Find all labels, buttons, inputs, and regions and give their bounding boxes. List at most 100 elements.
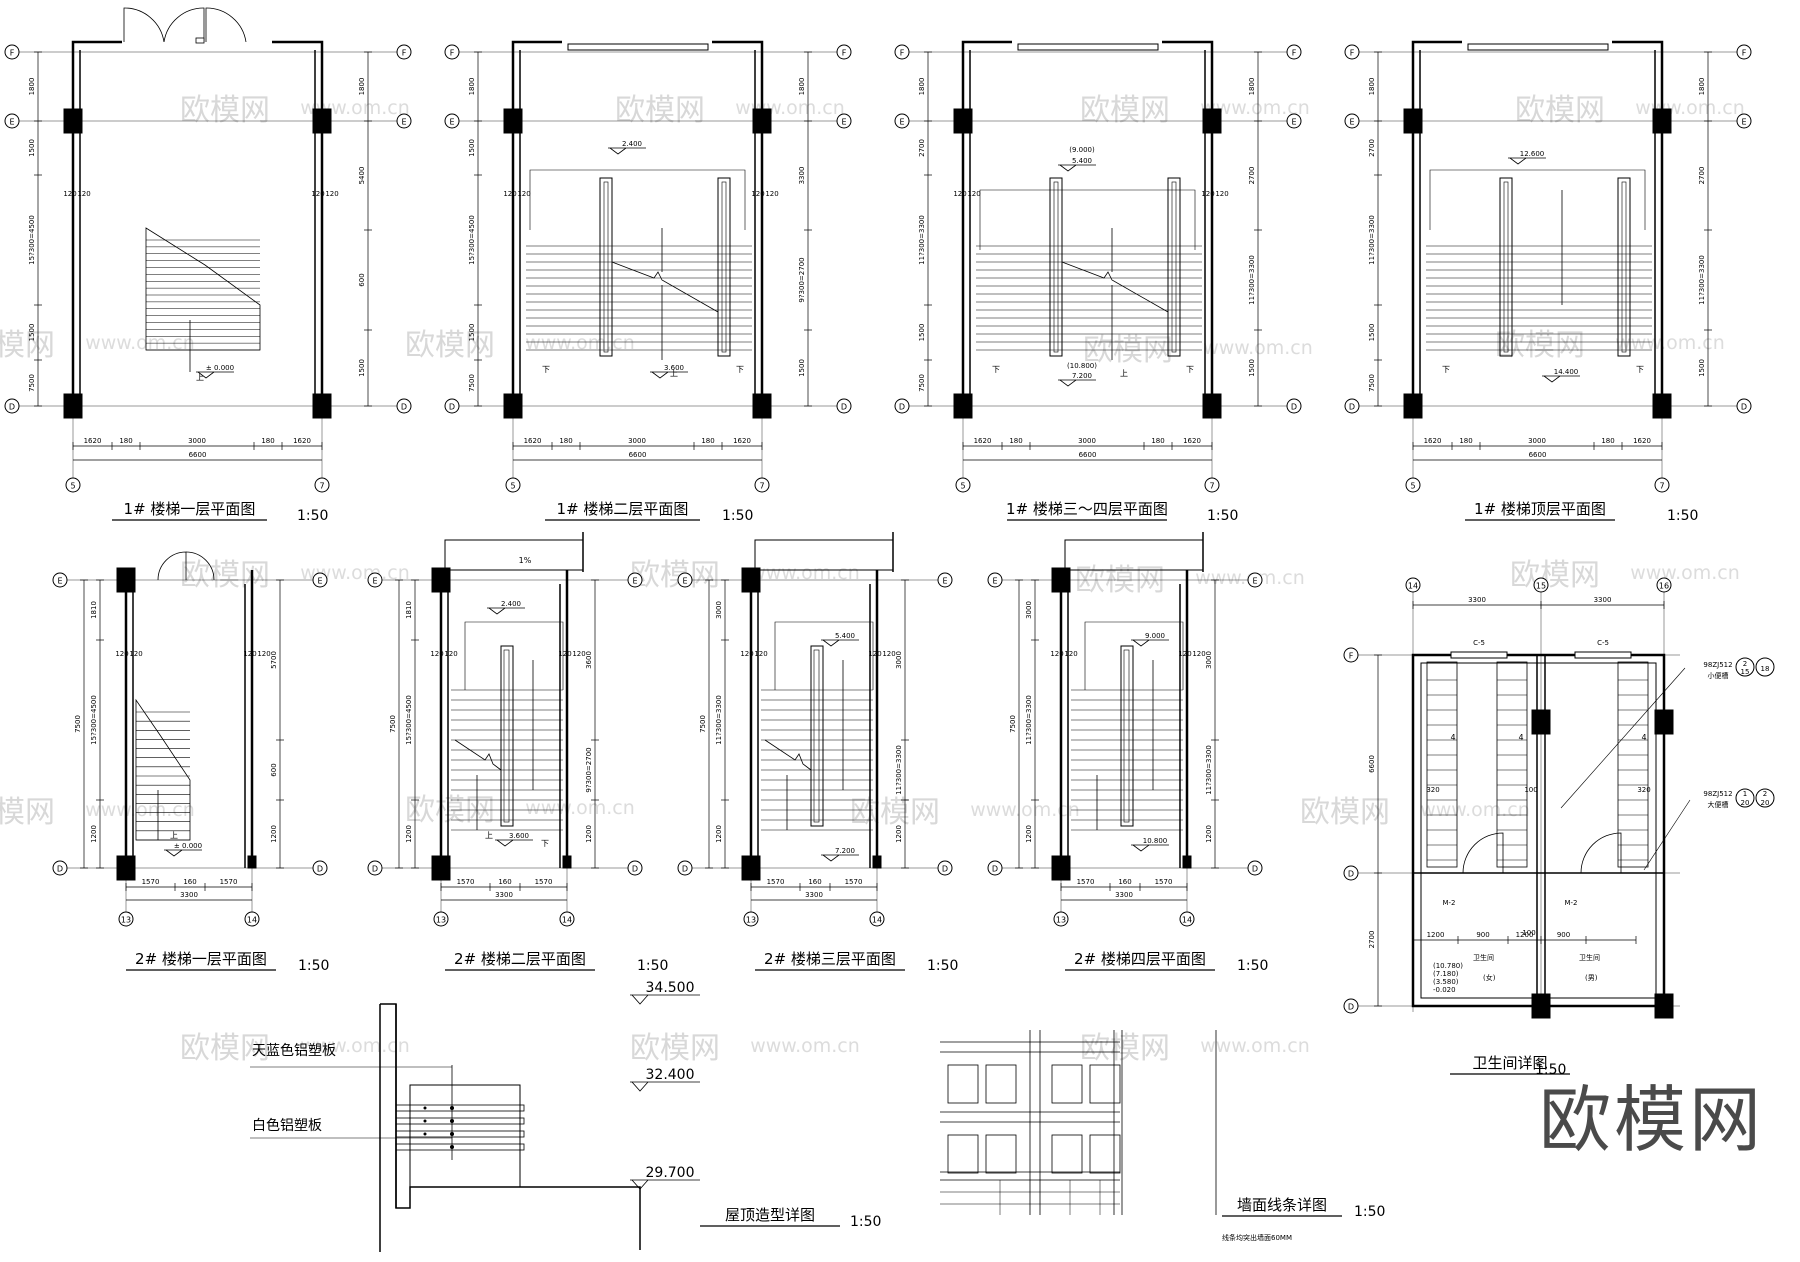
- axis-bubble: [559, 911, 575, 927]
- watermark-url: www.om.cn: [1200, 97, 1310, 119]
- elevation-value: 9.000: [1145, 632, 1165, 640]
- dim-value: 3300: [1594, 596, 1612, 604]
- axis-bubble: [1247, 860, 1263, 876]
- axis-label: D: [1252, 865, 1258, 874]
- wall-mark: 120: [503, 190, 516, 198]
- level-value: -0.020: [1433, 986, 1456, 994]
- dim-value: 180: [1151, 437, 1164, 445]
- axis-bubble: [937, 572, 953, 588]
- watermark-url: www.om.cn: [1615, 332, 1725, 354]
- dim-value: 11?300=3300: [918, 215, 926, 265]
- dim-value: 11?300=3300: [895, 745, 903, 795]
- dim-total: 3300: [180, 891, 198, 899]
- dim-value: 1570: [142, 878, 160, 886]
- wall-mark: 120: [1178, 650, 1191, 658]
- bolt: [450, 1132, 454, 1136]
- plan-scale: 1:50: [1667, 508, 1698, 524]
- dim-value: 600: [270, 763, 278, 776]
- axis-label: F: [1742, 49, 1747, 58]
- window-opening: [1089, 1134, 1121, 1174]
- dim-value: 3000: [1025, 601, 1033, 619]
- axis-label: D: [9, 403, 15, 412]
- watermark-text: 欧模网: [0, 795, 55, 830]
- axis-bubble: [52, 860, 68, 876]
- landing-line: [529, 169, 746, 230]
- column: [1531, 709, 1551, 735]
- dim-value: 1570: [220, 878, 238, 886]
- handrail: [1171, 181, 1177, 353]
- dim-value: 7500: [28, 374, 36, 392]
- aluminum-panel: [395, 1104, 525, 1112]
- up-label: 上: [170, 831, 178, 840]
- watermark-text: 欧模网: [1080, 1031, 1170, 1066]
- axis-bubble: [1053, 911, 1069, 927]
- dim-value: 160: [808, 878, 821, 886]
- handrail: [503, 649, 510, 823]
- dim-value: 1200: [90, 825, 98, 843]
- ref-detail: 20: [1761, 799, 1770, 807]
- watermark-url: www.om.cn: [525, 797, 635, 819]
- dim-value: 1810: [90, 601, 98, 619]
- room-tag: (男): [1585, 974, 1598, 982]
- dim-value: 11?300=3300: [715, 695, 723, 745]
- elevation-value: 10.800: [1143, 837, 1168, 845]
- axis-bubble: [1343, 998, 1359, 1014]
- axis-bubble: [312, 572, 328, 588]
- dim-value: 2700: [1368, 931, 1376, 949]
- axis-bubble: [1343, 865, 1359, 881]
- axis-label: 14: [562, 916, 572, 925]
- dim-value: 9?300=2700: [585, 747, 593, 792]
- dim-value: 3000: [628, 437, 646, 445]
- note-text: 线条均突出墙面60MM: [1222, 1233, 1292, 1242]
- elevation-value: 14.400: [1554, 368, 1579, 376]
- dim-value: 3000: [1078, 437, 1096, 445]
- axis-label: 7: [759, 482, 764, 491]
- aluminum-panel: [395, 1143, 525, 1151]
- elevation-symbol: [1059, 164, 1077, 172]
- aluminum-panel: [395, 1130, 525, 1138]
- dim-value: 7500: [918, 374, 926, 392]
- outer-wall: [961, 40, 1012, 406]
- dim-value: 1500: [468, 324, 476, 342]
- plan-scale: 1:50: [1237, 958, 1268, 974]
- ref-detail: 2: [1763, 790, 1767, 798]
- axis-bubble: [1344, 398, 1360, 414]
- dim-total: 6600: [1529, 451, 1547, 459]
- watermark-url: www.om.cn: [300, 1035, 410, 1057]
- wall-mark: 120: [572, 650, 585, 658]
- door-swing: [205, 7, 247, 43]
- axis-bubble: [955, 477, 971, 493]
- column: [247, 855, 257, 869]
- axis-label: E: [841, 118, 846, 127]
- dim-value: 1620: [1424, 437, 1442, 445]
- dim-value: 1570: [535, 878, 553, 886]
- dim-total: 6600: [629, 451, 647, 459]
- elevation-symbol: [1059, 379, 1077, 387]
- dim-value: 1500: [28, 139, 36, 157]
- axis-bubble: [1736, 398, 1752, 414]
- wall-mark: 120: [740, 650, 753, 658]
- dim-value: 7500: [468, 374, 476, 392]
- axis-bubble: [1286, 44, 1302, 60]
- axis-label: 13: [121, 916, 131, 925]
- plan-title: 2# 楼梯二层平面图: [454, 950, 586, 968]
- plan-scale: 1:50: [850, 1214, 881, 1230]
- wall-mark: 120: [257, 650, 270, 658]
- wall-mark: 120: [882, 650, 895, 658]
- level-value: (7.180): [1433, 970, 1459, 978]
- dim-value: 1800: [1368, 78, 1376, 96]
- dim-value: 3000: [1205, 651, 1213, 669]
- axis-label: E: [372, 577, 377, 586]
- wall-mark: 120: [243, 650, 256, 658]
- watermark-url: www.om.cn: [750, 562, 860, 584]
- axis-bubble: [4, 398, 20, 414]
- dim-value: 11?300=3300: [1248, 255, 1256, 305]
- wall-mark: 120: [63, 190, 76, 198]
- bolt: [423, 1132, 427, 1136]
- watermark-url: www.om.cn: [1635, 97, 1745, 119]
- dim-value: 1620: [524, 437, 542, 445]
- dim-value: 1620: [1183, 437, 1201, 445]
- door-swing: [1462, 832, 1504, 874]
